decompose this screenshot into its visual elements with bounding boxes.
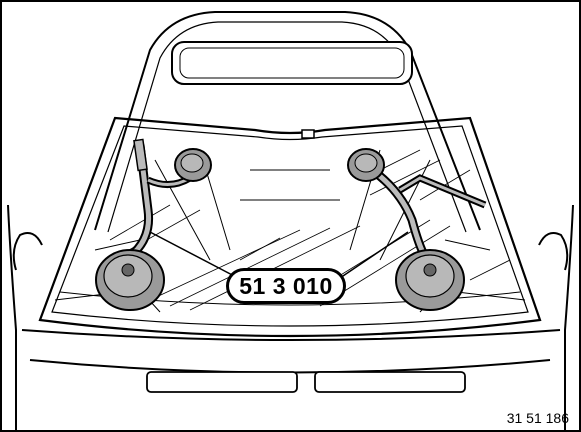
mirror-mount <box>301 129 315 139</box>
suction-cup-tool-left <box>95 138 212 311</box>
figure-number-label: 31 51 186 <box>506 410 569 426</box>
sunroof <box>171 41 413 85</box>
sunroof-inner <box>179 47 405 79</box>
car-body <box>7 204 574 432</box>
leader-lines <box>149 231 409 279</box>
bumper-slot-right <box>314 371 466 393</box>
windshield-frame <box>38 116 542 338</box>
bumper-slot-left <box>146 371 298 393</box>
part-number-callout: 51 3 010 <box>226 268 346 304</box>
suction-cup-tool-right <box>347 148 487 311</box>
